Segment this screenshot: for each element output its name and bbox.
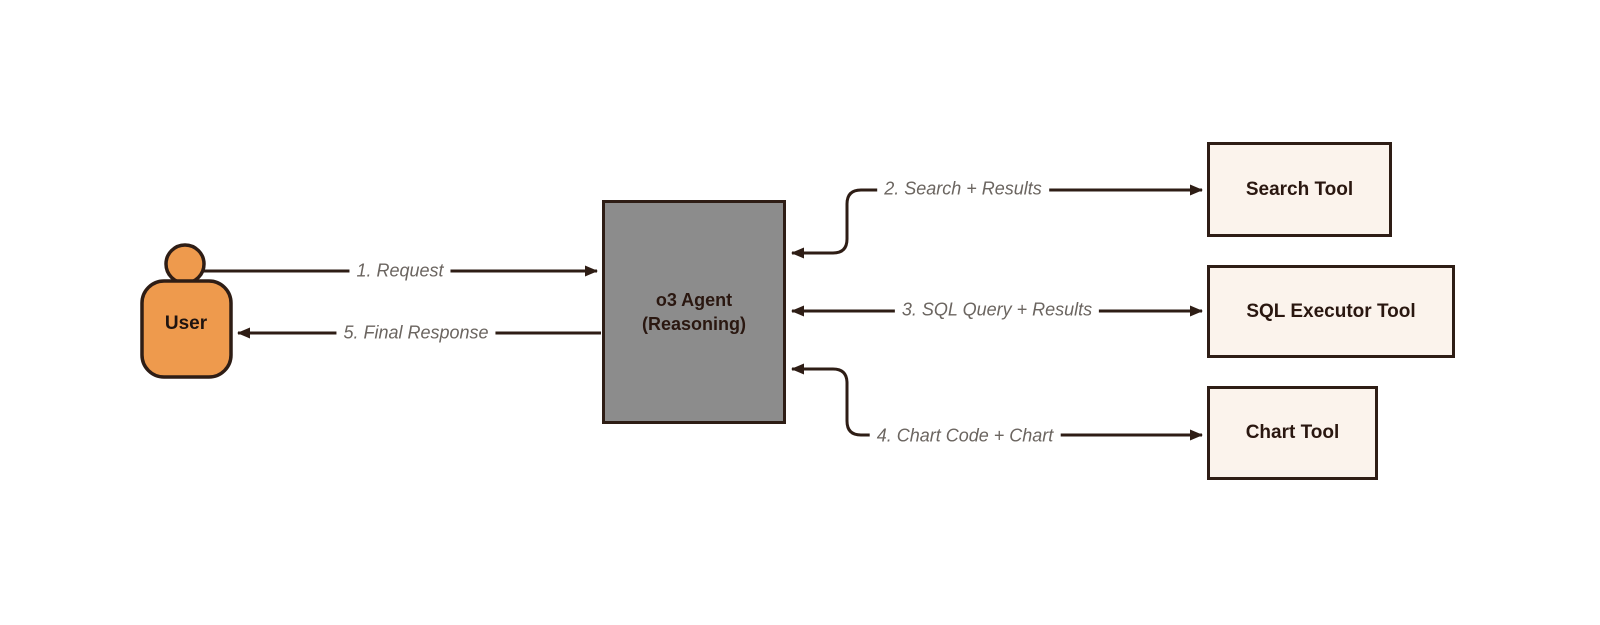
chart-tool-label: Chart Tool xyxy=(1245,422,1340,443)
edge-search-arrow xyxy=(791,184,1203,259)
user-node-label: User xyxy=(164,313,208,334)
agent-node-label-line1: o3 Agent xyxy=(655,289,733,310)
user-icon xyxy=(140,243,233,379)
sql-executor-tool-label: SQL Executor Tool xyxy=(1246,300,1416,322)
agent-node: o3 Agent (Reasoning) xyxy=(602,200,786,424)
edge-label-chart-code-chart: 4. Chart Code + Chart xyxy=(869,425,1061,447)
agent-node-label-line2: (Reasoning) xyxy=(641,314,746,334)
sql-executor-tool-node: SQL Executor Tool xyxy=(1207,265,1455,358)
search-tool-node: Search Tool xyxy=(1207,142,1392,237)
edge-label-sql-query-results: 3. SQL Query + Results xyxy=(894,299,1100,321)
edge-label-search-results: 2. Search + Results xyxy=(877,178,1049,200)
search-tool-label: Search Tool xyxy=(1245,178,1354,200)
edge-label-final-response: 5. Final Response xyxy=(336,322,496,344)
edge-chart-arrow xyxy=(791,363,1203,441)
chart-tool-node: Chart Tool xyxy=(1207,386,1378,480)
edge-label-request: 1. Request xyxy=(349,260,451,282)
